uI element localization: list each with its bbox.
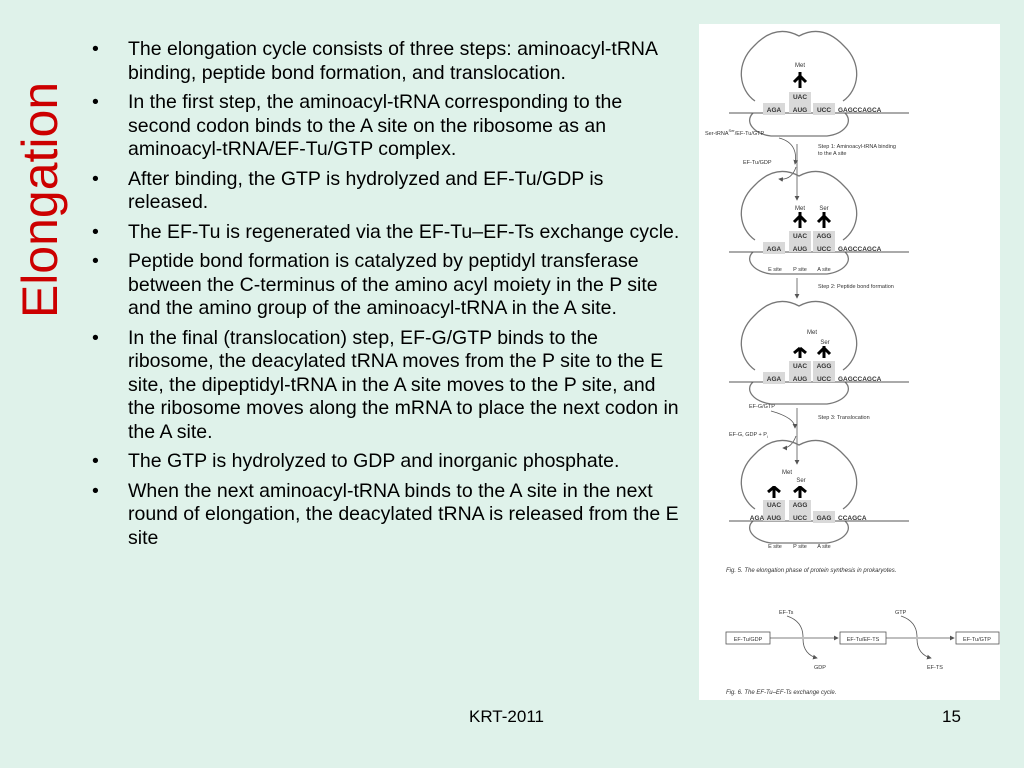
codon-label: UCC <box>817 246 831 253</box>
bullet-item: In the first step, the aminoacyl-tRNA co… <box>88 91 683 162</box>
site-label: E site <box>768 544 782 550</box>
site-label: A site <box>817 267 830 273</box>
codon-label: AUG <box>793 107 807 114</box>
anticodon-label: AGG <box>817 363 832 370</box>
codon-label: AGA <box>767 376 782 383</box>
site-label: A site <box>817 544 830 550</box>
anticodon-label: UAC <box>793 363 807 370</box>
amino-acid-label: Met <box>782 470 792 476</box>
ribosome-stage-3: Met Ser UAC AGG AGA AUG UCC GAGCCAGCA <box>729 300 909 405</box>
bullet-list: The elongation cycle consists of three s… <box>88 38 683 556</box>
bullet-item: The EF-Tu is regenerated via the EF-Tu–E… <box>88 221 683 245</box>
slide-number: 15 <box>942 707 961 726</box>
amino-acid-label: Ser <box>820 340 829 346</box>
ef-tu-ef-ts-cycle: EF-Tu/GDP EF-Tu/EF-TS EF-Tu/GTP EF-Ts GD… <box>725 610 1000 671</box>
step-label: Step 2: Peptide bond formation <box>818 284 894 290</box>
codon-label: AUG <box>793 246 807 253</box>
site-label: P site <box>793 544 807 550</box>
released-factor-label: EF-G, GDP + Pi <box>729 432 768 439</box>
codon-label: AGA <box>750 515 765 522</box>
amino-acid-label: Met <box>795 63 805 69</box>
codon-label: AUG <box>767 515 781 522</box>
cycle-output-label: GDP <box>814 665 826 671</box>
cycle-box <box>955 631 1000 645</box>
site-label: E site <box>768 267 782 273</box>
anticodon-label: UAC <box>793 233 807 240</box>
figure-panel: Met UAC AGA AUG UCC GAGCCAGCA Ser-tRNASe… <box>699 24 1000 700</box>
amino-acid-label: Met <box>795 206 805 212</box>
bullet-item: The elongation cycle consists of three s… <box>88 38 683 85</box>
codon-label: UCC <box>793 515 807 522</box>
cycle-input-label: GTP <box>895 610 907 616</box>
anticodon-label: AGG <box>817 233 832 240</box>
codon-label: AGA <box>767 107 782 114</box>
bullet-item: Peptide bond formation is catalyzed by p… <box>88 250 683 321</box>
step-3-annotation: EF-G/GTP EF-G, GDP + Pi Step 3: Transloc… <box>729 404 870 465</box>
anticodon-label: UAC <box>793 94 807 101</box>
bullet-item: After binding, the GTP is hydrolyzed and… <box>88 168 683 215</box>
ribosome-stage-4: Met Ser UAC AGG AGA AUG UCC GAG CCAGCA E… <box>729 439 909 550</box>
slide-title-text: Elongation <box>12 81 68 319</box>
codon-label: UCC <box>817 107 831 114</box>
footer-text: KRT-2011 <box>469 707 544 726</box>
ribosome-stage-2: Met Ser UAC AGG AGA AUG UCC GAGCCAGCA E … <box>729 170 909 275</box>
cycle-box-label: EF-Tu/GDP <box>734 637 763 643</box>
cycle-box-label: EF-Tu/EF-TS <box>847 637 880 643</box>
elongation-figure: Met UAC AGA AUG UCC GAGCCAGCA Ser-tRNASe… <box>705 30 1000 696</box>
figure-caption: Fig. 5. The elongation phase of protein … <box>726 568 896 574</box>
step-2-annotation: Step 2: Peptide bond formation <box>794 278 894 299</box>
codon-label: GAG <box>817 515 832 522</box>
amino-acid-label: Ser <box>819 206 828 212</box>
step-label: to the A site <box>818 151 846 157</box>
cycle-output-label: EF-TS <box>927 665 943 671</box>
cycle-input-label: EF-Ts <box>779 610 794 616</box>
ribosome-stage-1: Met UAC AGA AUG UCC GAGCCAGCA <box>729 30 909 137</box>
bullet-item: In the final (translocation) step, EF-G/… <box>88 327 683 445</box>
step-label: Step 1: Aminoacyl-tRNA binding <box>818 144 896 150</box>
mrna-sequence: GAGCCAGCA <box>838 376 882 383</box>
site-label: P site <box>793 267 807 273</box>
mrna-sequence: GAGCCAGCA <box>838 246 882 253</box>
figure-caption: Fig. 6. The EF-Tu–EF-Ts exchange cycle. <box>726 690 836 696</box>
slide-title: Elongation <box>0 0 80 400</box>
anticodon-label: UAC <box>767 502 781 509</box>
amino-acid-label: Met <box>807 330 817 336</box>
mrna-sequence: CCAGCA <box>838 515 867 522</box>
bullet-item: The GTP is hydrolyzed to GDP and inorgan… <box>88 450 683 474</box>
released-factor-label: EF-Tu/GDP <box>743 160 772 166</box>
anticodon-label: AGG <box>793 502 808 509</box>
mrna-sequence: GAGCCAGCA <box>838 107 882 114</box>
step-label: Step 3: Translocation <box>818 415 870 421</box>
cycle-box-label: EF-Tu/GTP <box>963 637 991 643</box>
codon-label: AUG <box>793 376 807 383</box>
codon-label: AGA <box>767 246 782 253</box>
amino-acid-label: Ser <box>796 478 805 484</box>
bullet-item: When the next aminoacyl-tRNA binds to th… <box>88 480 683 551</box>
incoming-factor-label: EF-G/GTP <box>749 404 775 410</box>
incoming-trna-label: Ser-tRNASer/EF-Tu/GTP <box>705 128 765 137</box>
step-1-annotation: Ser-tRNASer/EF-Tu/GTP EF-Tu/GDP Step 1: … <box>705 128 896 201</box>
codon-label: UCC <box>817 376 831 383</box>
